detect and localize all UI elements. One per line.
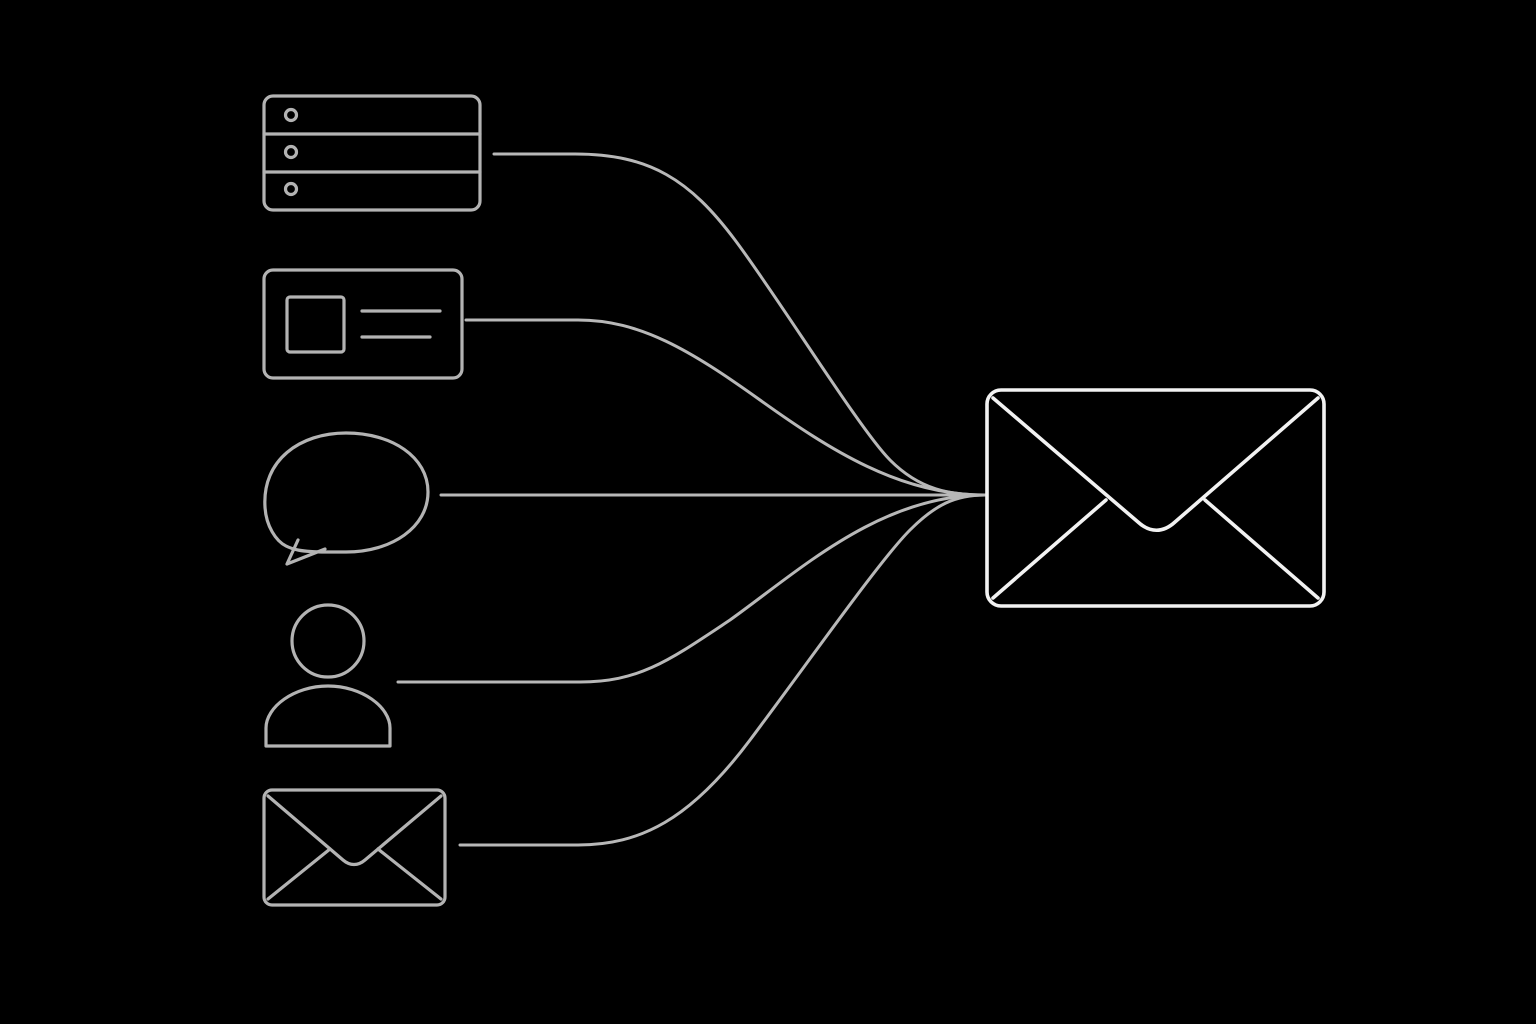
connector-id-card-to-target bbox=[464, 318, 987, 497]
connector-user-to-target bbox=[396, 493, 987, 684]
id-card-icon bbox=[262, 268, 464, 380]
connector-group bbox=[396, 152, 987, 847]
target-envelope-icon bbox=[985, 388, 1326, 608]
connector-mail-to-target bbox=[458, 493, 987, 847]
speech-bubble-icon bbox=[263, 431, 430, 566]
source-icon-group bbox=[262, 94, 482, 907]
envelope-icon bbox=[262, 788, 447, 907]
server-icon bbox=[262, 94, 482, 212]
connector-server-to-target bbox=[492, 152, 987, 497]
user-icon bbox=[264, 603, 392, 748]
